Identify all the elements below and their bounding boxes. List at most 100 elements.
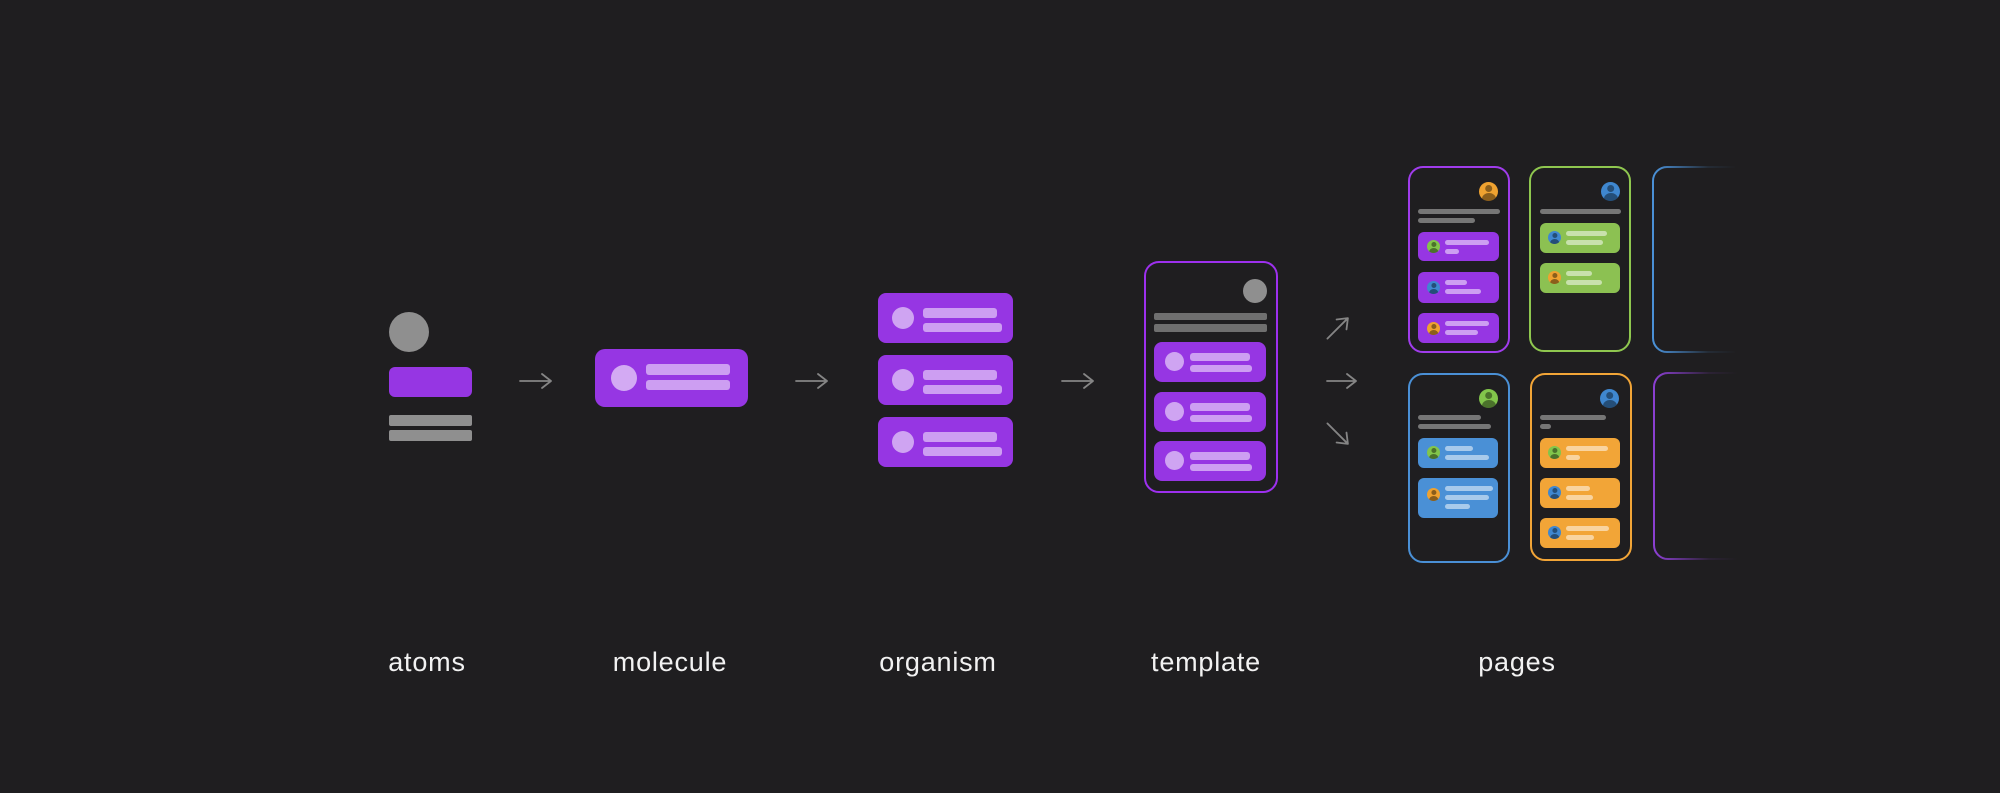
label-pages: pages [1478,647,1556,677]
user-avatar-icon [1601,182,1620,201]
item-text-bar [1566,446,1608,451]
stage-molecule-card [595,349,748,407]
item-text-bar [1566,231,1607,236]
item-text-bar [1445,289,1481,294]
organism-list-item [878,355,1013,405]
organism-list-item [878,293,1013,343]
stage-template-frame [1144,261,1278,493]
template-item-text-bar [1190,452,1250,460]
item-text-bar [1445,321,1489,326]
atom-text-bar [389,415,472,426]
item-text-bar [1445,455,1489,460]
molecule-avatar-placeholder [611,365,637,391]
label-molecule: molecule [612,647,728,677]
template-item-text-bar [1190,415,1252,422]
item-text-bar [1566,271,1592,276]
page-list-item [1540,478,1620,508]
atom-text-bar [389,430,472,441]
template-item-text-bar [1190,353,1250,361]
item-text-bar [1566,486,1590,491]
page-header-bar [1418,218,1475,223]
organism-text-bar [923,370,997,380]
user-avatar-icon [1548,231,1561,244]
item-text-bar [1445,249,1459,254]
page-header-bar [1540,415,1606,420]
page-list-item [1540,438,1620,468]
page-list-item [1418,313,1499,343]
user-avatar-icon [1548,526,1561,539]
user-avatar-icon [1479,389,1498,408]
template-list-item [1154,441,1266,481]
molecule-text-bar [646,364,730,375]
user-avatar-icon [1548,486,1561,499]
arrow-up-right-icon [1326,317,1349,340]
page-header-bar [1418,424,1491,429]
page-header-bar [1540,209,1621,214]
page-faded-blue [1651,165,1755,354]
arrow-right-icon [519,373,552,389]
template-avatar-placeholder [1243,279,1267,303]
organism-text-bar [923,323,1002,332]
arrow-right-icon [795,373,828,389]
template-list-item [1154,342,1266,382]
item-text-bar [1566,535,1594,540]
item-text-bar [1445,446,1473,451]
label-organism: organism [879,647,997,677]
template-item-avatar-placeholder [1165,352,1184,371]
template-item-text-bar [1190,403,1250,411]
template-item-avatar-placeholder [1165,451,1184,470]
arrow-right-icon [1061,373,1094,389]
page-list-item [1418,232,1499,261]
item-text-bar [1445,504,1470,509]
page-list-item [1418,438,1498,468]
item-text-bar [1445,330,1478,335]
template-list-item [1154,392,1266,432]
arrow-down-right-icon [1326,422,1349,445]
page-list-item [1540,518,1620,548]
user-avatar-icon [1427,281,1440,294]
template-header-bar [1154,313,1267,320]
organism-text-bar [923,447,1002,456]
user-avatar-icon [1427,446,1440,459]
item-text-bar [1445,280,1467,285]
item-text-bar [1566,240,1603,245]
molecule-text-bar [646,380,730,390]
user-avatar-icon [1427,488,1440,501]
user-avatar-icon [1479,182,1498,201]
organism-list-item [878,417,1013,467]
user-avatar-icon [1548,446,1561,459]
page-blue [1408,373,1510,563]
organism-avatar-placeholder [892,369,914,391]
item-text-bar [1445,486,1493,491]
user-avatar-icon [1548,271,1561,284]
user-avatar-icon [1427,240,1440,253]
page-header-bar [1418,415,1481,420]
page-list-item [1540,263,1620,293]
template-item-text-bar [1190,365,1252,372]
template-item-avatar-placeholder [1165,402,1184,421]
page-purple [1408,166,1510,353]
page-list-item [1418,478,1498,518]
item-text-bar [1566,280,1602,285]
label-atoms: atoms [388,647,466,677]
page-header-bar [1540,424,1551,429]
page-list-item [1540,223,1620,253]
user-avatar-icon [1600,389,1619,408]
label-template: template [1151,647,1261,677]
organism-avatar-placeholder [892,431,914,453]
atom-circle-shape [389,312,429,352]
page-green [1529,166,1631,352]
organism-avatar-placeholder [892,307,914,329]
atom-button-shape [389,367,472,397]
item-text-bar [1445,240,1489,245]
item-text-bar [1566,455,1580,460]
user-avatar-icon [1427,322,1440,335]
template-item-text-bar [1190,464,1252,471]
item-text-bar [1566,526,1609,531]
arrow-right-icon [1326,373,1357,389]
page-faded-purple [1652,371,1756,561]
item-text-bar [1445,495,1489,500]
item-text-bar [1566,495,1593,500]
page-header-bar [1418,209,1500,214]
